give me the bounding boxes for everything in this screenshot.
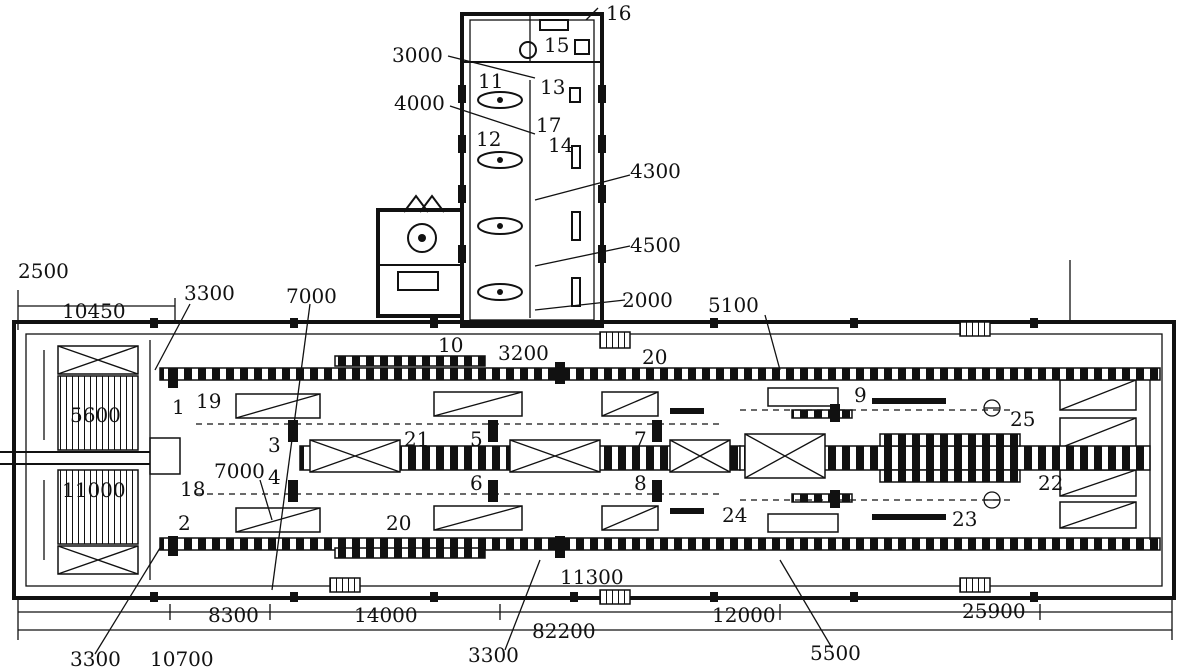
label-1: 1 bbox=[172, 395, 185, 419]
dim-bottom-11300: 11300 bbox=[560, 565, 624, 589]
label-9: 9 bbox=[854, 383, 867, 407]
dim-bottom-3300-mid: 3300 bbox=[468, 643, 519, 667]
dimension-lines bbox=[17, 7, 1173, 655]
label-8: 8 bbox=[634, 471, 647, 495]
label-19: 19 bbox=[196, 389, 221, 413]
dim-bottom-14000: 14000 bbox=[354, 603, 418, 627]
label-4: 4 bbox=[268, 465, 281, 489]
label-3: 3 bbox=[268, 433, 281, 457]
dim-bottom-5500: 5500 bbox=[810, 641, 861, 665]
label-23: 23 bbox=[952, 507, 977, 531]
label-12: 12 bbox=[476, 127, 501, 151]
label-2: 2 bbox=[178, 511, 191, 535]
label-20-bottom: 20 bbox=[386, 511, 411, 535]
dim-bottom-3300-left: 3300 bbox=[70, 647, 121, 670]
dim-bottom-8300: 8300 bbox=[208, 603, 259, 627]
label-16: 16 bbox=[606, 1, 631, 25]
dim-annex-3000: 3000 bbox=[392, 43, 443, 67]
dim-annex-2000: 2000 bbox=[622, 288, 673, 312]
dim-annex-4300: 4300 bbox=[630, 159, 681, 183]
label-11: 11 bbox=[478, 69, 503, 93]
label-15: 15 bbox=[544, 33, 569, 57]
dim-top-3300: 3300 bbox=[184, 281, 235, 305]
label-14: 14 bbox=[548, 133, 573, 157]
dim-left-7000: 7000 bbox=[214, 459, 265, 483]
label-17: 17 bbox=[536, 113, 561, 137]
label-6: 6 bbox=[470, 471, 483, 495]
label-13: 13 bbox=[540, 75, 565, 99]
dim-bottom-12000: 12000 bbox=[712, 603, 776, 627]
label-25: 25 bbox=[1010, 407, 1035, 431]
dim-top-10450: 10450 bbox=[62, 299, 126, 323]
main-hall bbox=[0, 318, 1176, 605]
dim-top-7000: 7000 bbox=[286, 284, 337, 308]
label-5: 5 bbox=[470, 427, 483, 451]
label-21: 21 bbox=[404, 427, 429, 451]
dimension-labels: 2500 10450 3300 7000 3200 5100 3000 4000… bbox=[18, 43, 1026, 670]
label-22: 22 bbox=[1038, 471, 1063, 495]
dim-left-5600: 5600 bbox=[70, 403, 121, 427]
dim-bottom-25900: 25900 bbox=[962, 599, 1026, 623]
item-labels: 1 2 3 4 5 6 7 8 9 10 11 12 13 14 15 16 1… bbox=[172, 1, 1063, 535]
dim-top-5100: 5100 bbox=[708, 293, 759, 317]
label-24: 24 bbox=[722, 503, 747, 527]
annex-building bbox=[376, 12, 606, 328]
label-10: 10 bbox=[438, 333, 463, 357]
dim-bottom-82200: 82200 bbox=[532, 619, 596, 643]
dim-left-11000: 11000 bbox=[62, 478, 126, 502]
dim-top-3200: 3200 bbox=[498, 341, 549, 365]
dim-annex-4000: 4000 bbox=[394, 91, 445, 115]
dim-bottom-10700: 10700 bbox=[150, 647, 214, 670]
dim-top-2500: 2500 bbox=[18, 259, 69, 283]
label-20-top: 20 bbox=[642, 345, 667, 369]
label-18: 18 bbox=[180, 477, 205, 501]
dim-annex-4500: 4500 bbox=[630, 233, 681, 257]
label-7: 7 bbox=[634, 427, 647, 451]
